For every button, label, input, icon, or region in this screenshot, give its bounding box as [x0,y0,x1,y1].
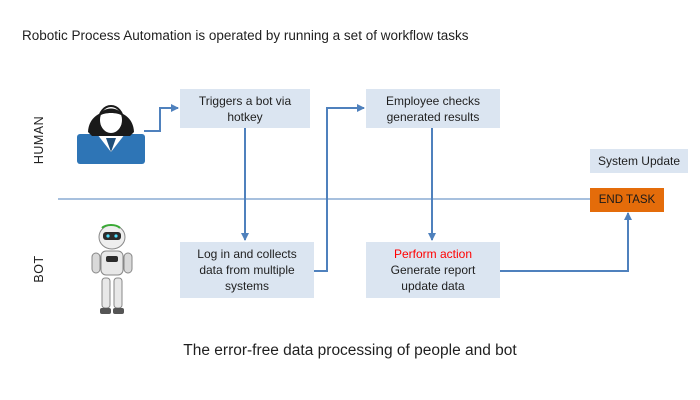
system-update-label: System Update [597,154,681,168]
login-line-1: Log in and collects [197,247,297,261]
connector-login-to-check [314,104,365,272]
trigger-line-1: Triggers a bot via [198,93,292,108]
human-avatar-icon [77,105,145,164]
diagram-title: Robotic Process Automation is operated b… [22,28,469,43]
connector-perform-to-end [500,212,632,272]
perform-box: Perform action Generate report update da… [366,242,500,298]
diagram-caption: The error-free data processing of people… [183,342,517,359]
login-line-2: data from multiple [199,263,295,277]
perform-line-2: update data [401,279,465,293]
system-update-box: System Update [590,149,688,173]
robot-icon [91,224,133,314]
end-task-box: END TASK [590,188,664,212]
end-task-label: END TASK [598,194,656,206]
perform-action-highlight: Perform action [393,247,473,261]
login-box: Log in and collects data from multiple s… [180,242,314,298]
trigger-box: Triggers a bot via hotkey [180,89,310,128]
connector-human-to-trigger [144,104,179,132]
check-box: Employee checks generated results [366,89,500,128]
check-line-1: Employee checks [385,93,481,108]
trigger-line-2: hotkey [227,109,263,124]
perform-line-1: Generate report [390,263,476,277]
login-line-3: systems [224,279,269,293]
check-line-2: generated results [386,109,480,124]
